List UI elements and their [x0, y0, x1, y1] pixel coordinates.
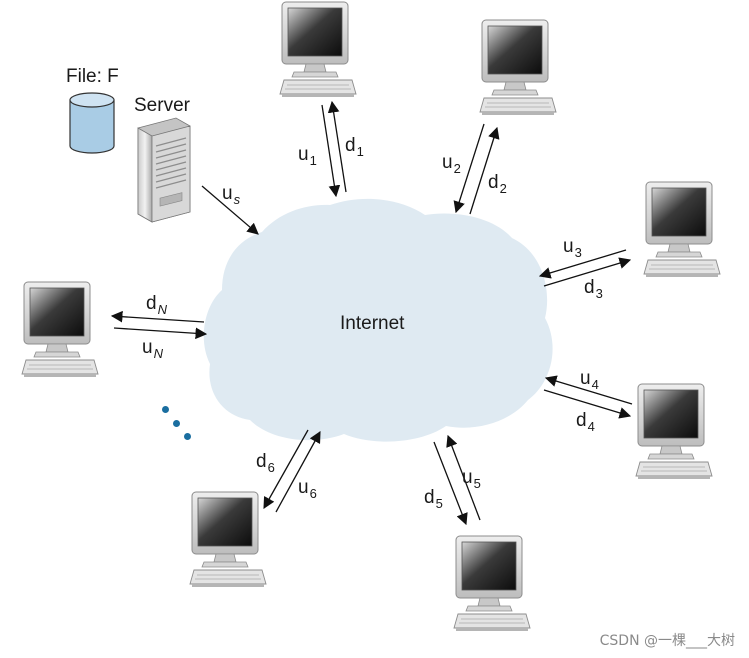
- peer4-download-arrow: [543, 389, 632, 419]
- ellipsis-dot: [184, 433, 191, 440]
- peer1-download-label: d1: [345, 135, 364, 159]
- peer-computer-6-icon: [189, 491, 267, 588]
- peer-computer-4-icon: [635, 383, 713, 480]
- peer2-upload-arrow: [453, 123, 485, 214]
- internet-cloud: [203, 198, 553, 442]
- peer-computer-1-icon: [279, 1, 357, 98]
- server-label: Server: [134, 95, 190, 116]
- peer5-download-label: d5: [424, 487, 443, 511]
- peerN-upload-arrow: [113, 327, 208, 340]
- peer-computer-3-icon: [643, 181, 721, 278]
- file-label: File: F: [66, 66, 119, 87]
- ellipsis-dot: [173, 420, 180, 427]
- server-upload-arrow: [201, 185, 259, 235]
- peer2-download-label: d2: [488, 172, 507, 196]
- peer4-upload-label: u4: [580, 368, 599, 392]
- peer-computer-n-icon: [21, 281, 99, 378]
- peer5-upload-arrow: [446, 434, 481, 521]
- peer1-download-arrow: [327, 100, 347, 193]
- server-icon: [137, 117, 191, 223]
- peer3-upload-arrow: [538, 249, 627, 279]
- ellipsis-dot: [162, 406, 169, 413]
- peer3-download-label: d3: [584, 277, 603, 301]
- server-upload-label: us: [222, 183, 241, 207]
- peer3-upload-label: u3: [563, 236, 582, 260]
- peer4-upload-arrow: [544, 375, 633, 405]
- peerN-download-arrow: [110, 310, 205, 323]
- file-database-icon: [69, 92, 115, 154]
- peer2-upload-label: u2: [442, 152, 461, 176]
- peer-computer-2-icon: [479, 19, 557, 116]
- peer1-upload-arrow: [321, 104, 341, 198]
- watermark: CSDN @一棵___大树: [599, 633, 735, 649]
- peer5-download-arrow: [433, 441, 468, 526]
- peerN-download-label: dN: [146, 293, 167, 317]
- peer5-upload-label: u5: [462, 467, 481, 491]
- peer6-download-label: d6: [256, 451, 275, 475]
- peer1-upload-label: u1: [298, 144, 317, 168]
- peer6-upload-label: u6: [298, 477, 317, 501]
- peer6-download-arrow: [263, 429, 309, 510]
- peer2-download-arrow: [469, 126, 500, 215]
- peer-computer-5-icon: [453, 535, 531, 632]
- peer3-download-arrow: [543, 257, 632, 287]
- peer6-upload-arrow: [275, 430, 321, 513]
- peer4-download-label: d4: [576, 410, 595, 434]
- internet-label: Internet: [340, 313, 405, 334]
- peerN-upload-label: uN: [142, 337, 163, 361]
